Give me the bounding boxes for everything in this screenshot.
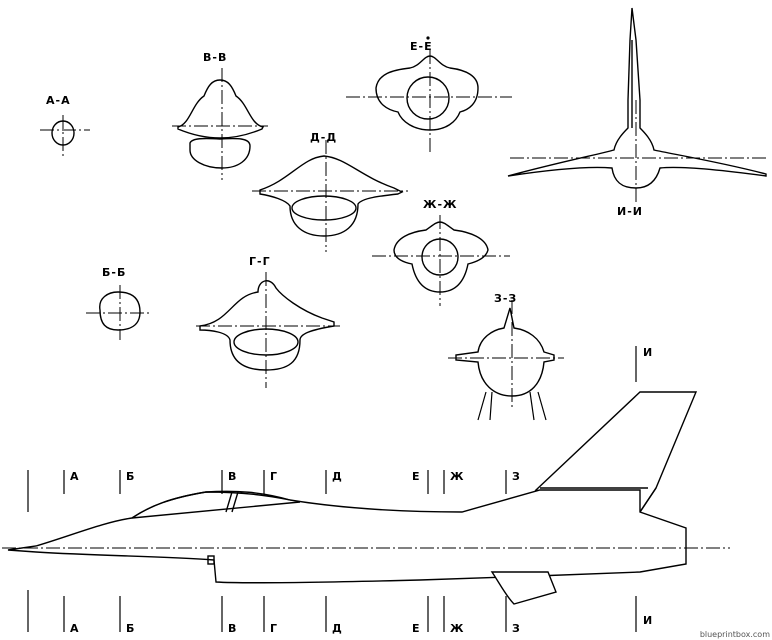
station-label-bottom: Б bbox=[126, 622, 135, 635]
section-label-vv: В-В bbox=[203, 51, 228, 64]
station-label-bottom: Д bbox=[332, 622, 342, 635]
station-label-top: З bbox=[512, 470, 520, 483]
station-label-top: Б bbox=[126, 470, 135, 483]
station-label-top: Г bbox=[270, 470, 278, 483]
section-label-zhzh: Ж-Ж bbox=[423, 198, 458, 211]
station-label-bottom: Е bbox=[412, 622, 420, 635]
station-label-bottom: З bbox=[512, 622, 520, 635]
watermark: blueprintbox.com bbox=[699, 630, 770, 639]
section-ee-drawing bbox=[346, 36, 512, 152]
section-bb-drawing bbox=[86, 285, 152, 340]
section-label-bb: Б-Б bbox=[102, 266, 127, 279]
section-label-ee: Е-Е bbox=[410, 40, 433, 53]
station-label-top: В bbox=[228, 470, 237, 483]
station-label-bottom: И bbox=[643, 614, 653, 627]
station-label-bottom: А bbox=[70, 622, 79, 635]
station-label-top: Д bbox=[332, 470, 342, 483]
section-label-aa: А-А bbox=[46, 94, 71, 107]
station-label-top: Ж bbox=[450, 470, 464, 483]
station-label-top: А bbox=[70, 470, 79, 483]
station-label-top: Е bbox=[412, 470, 420, 483]
section-label-dd: Д-Д bbox=[310, 131, 338, 144]
section-ii-drawing bbox=[507, 7, 767, 204]
section-vv-drawing bbox=[172, 68, 268, 180]
section-zz-drawing bbox=[448, 300, 564, 421]
section-label-ii: И-И bbox=[617, 205, 643, 218]
station-label-top: И bbox=[643, 346, 653, 359]
section-aa-drawing bbox=[40, 115, 90, 158]
section-dd-drawing bbox=[252, 140, 408, 252]
side-view-drawing bbox=[2, 391, 730, 605]
section-label-gg: Г-Г bbox=[249, 255, 271, 268]
station-lines bbox=[27, 346, 637, 632]
section-gg-drawing bbox=[196, 272, 340, 388]
section-label-zz: З-З bbox=[494, 292, 518, 305]
station-label-bottom: Г bbox=[270, 622, 278, 635]
section-zhzh-drawing bbox=[372, 215, 510, 306]
station-label-bottom: Ж bbox=[450, 622, 464, 635]
station-label-bottom: В bbox=[228, 622, 237, 635]
